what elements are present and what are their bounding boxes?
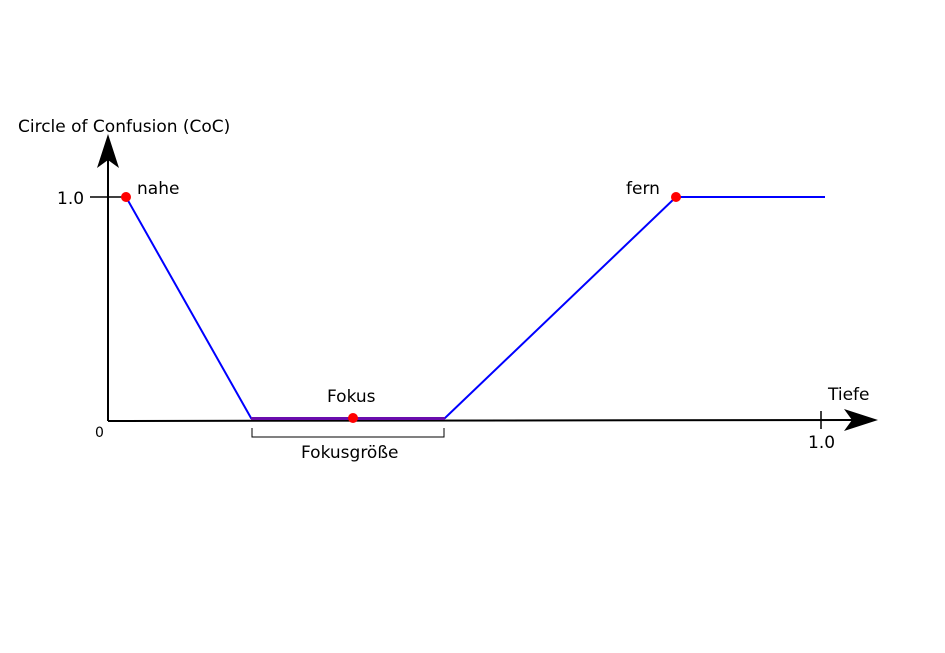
focus-label: Fokus [327, 387, 376, 407]
far-label: fern [626, 179, 660, 199]
near-point [121, 192, 131, 202]
focus-range-bracket [251, 428, 445, 438]
far-point [671, 192, 681, 202]
near-label: nahe [137, 179, 179, 199]
x-axis-label: Tiefe [827, 385, 870, 405]
focus-point [348, 413, 358, 423]
y-axis-arrowhead [97, 134, 119, 168]
coc-curve [125, 196, 825, 419]
y-tick-label: 1.0 [57, 189, 84, 209]
x-tick-label: 1.0 [808, 433, 835, 453]
y-axis-label: Circle of Confusion (CoC) [18, 117, 230, 137]
x-axis [107, 419, 853, 422]
focus-range-label: Fokusgröße [301, 443, 399, 463]
focus-band [251, 417, 445, 420]
origin-label: 0 [95, 425, 104, 441]
x-axis-arrowhead [844, 409, 878, 431]
